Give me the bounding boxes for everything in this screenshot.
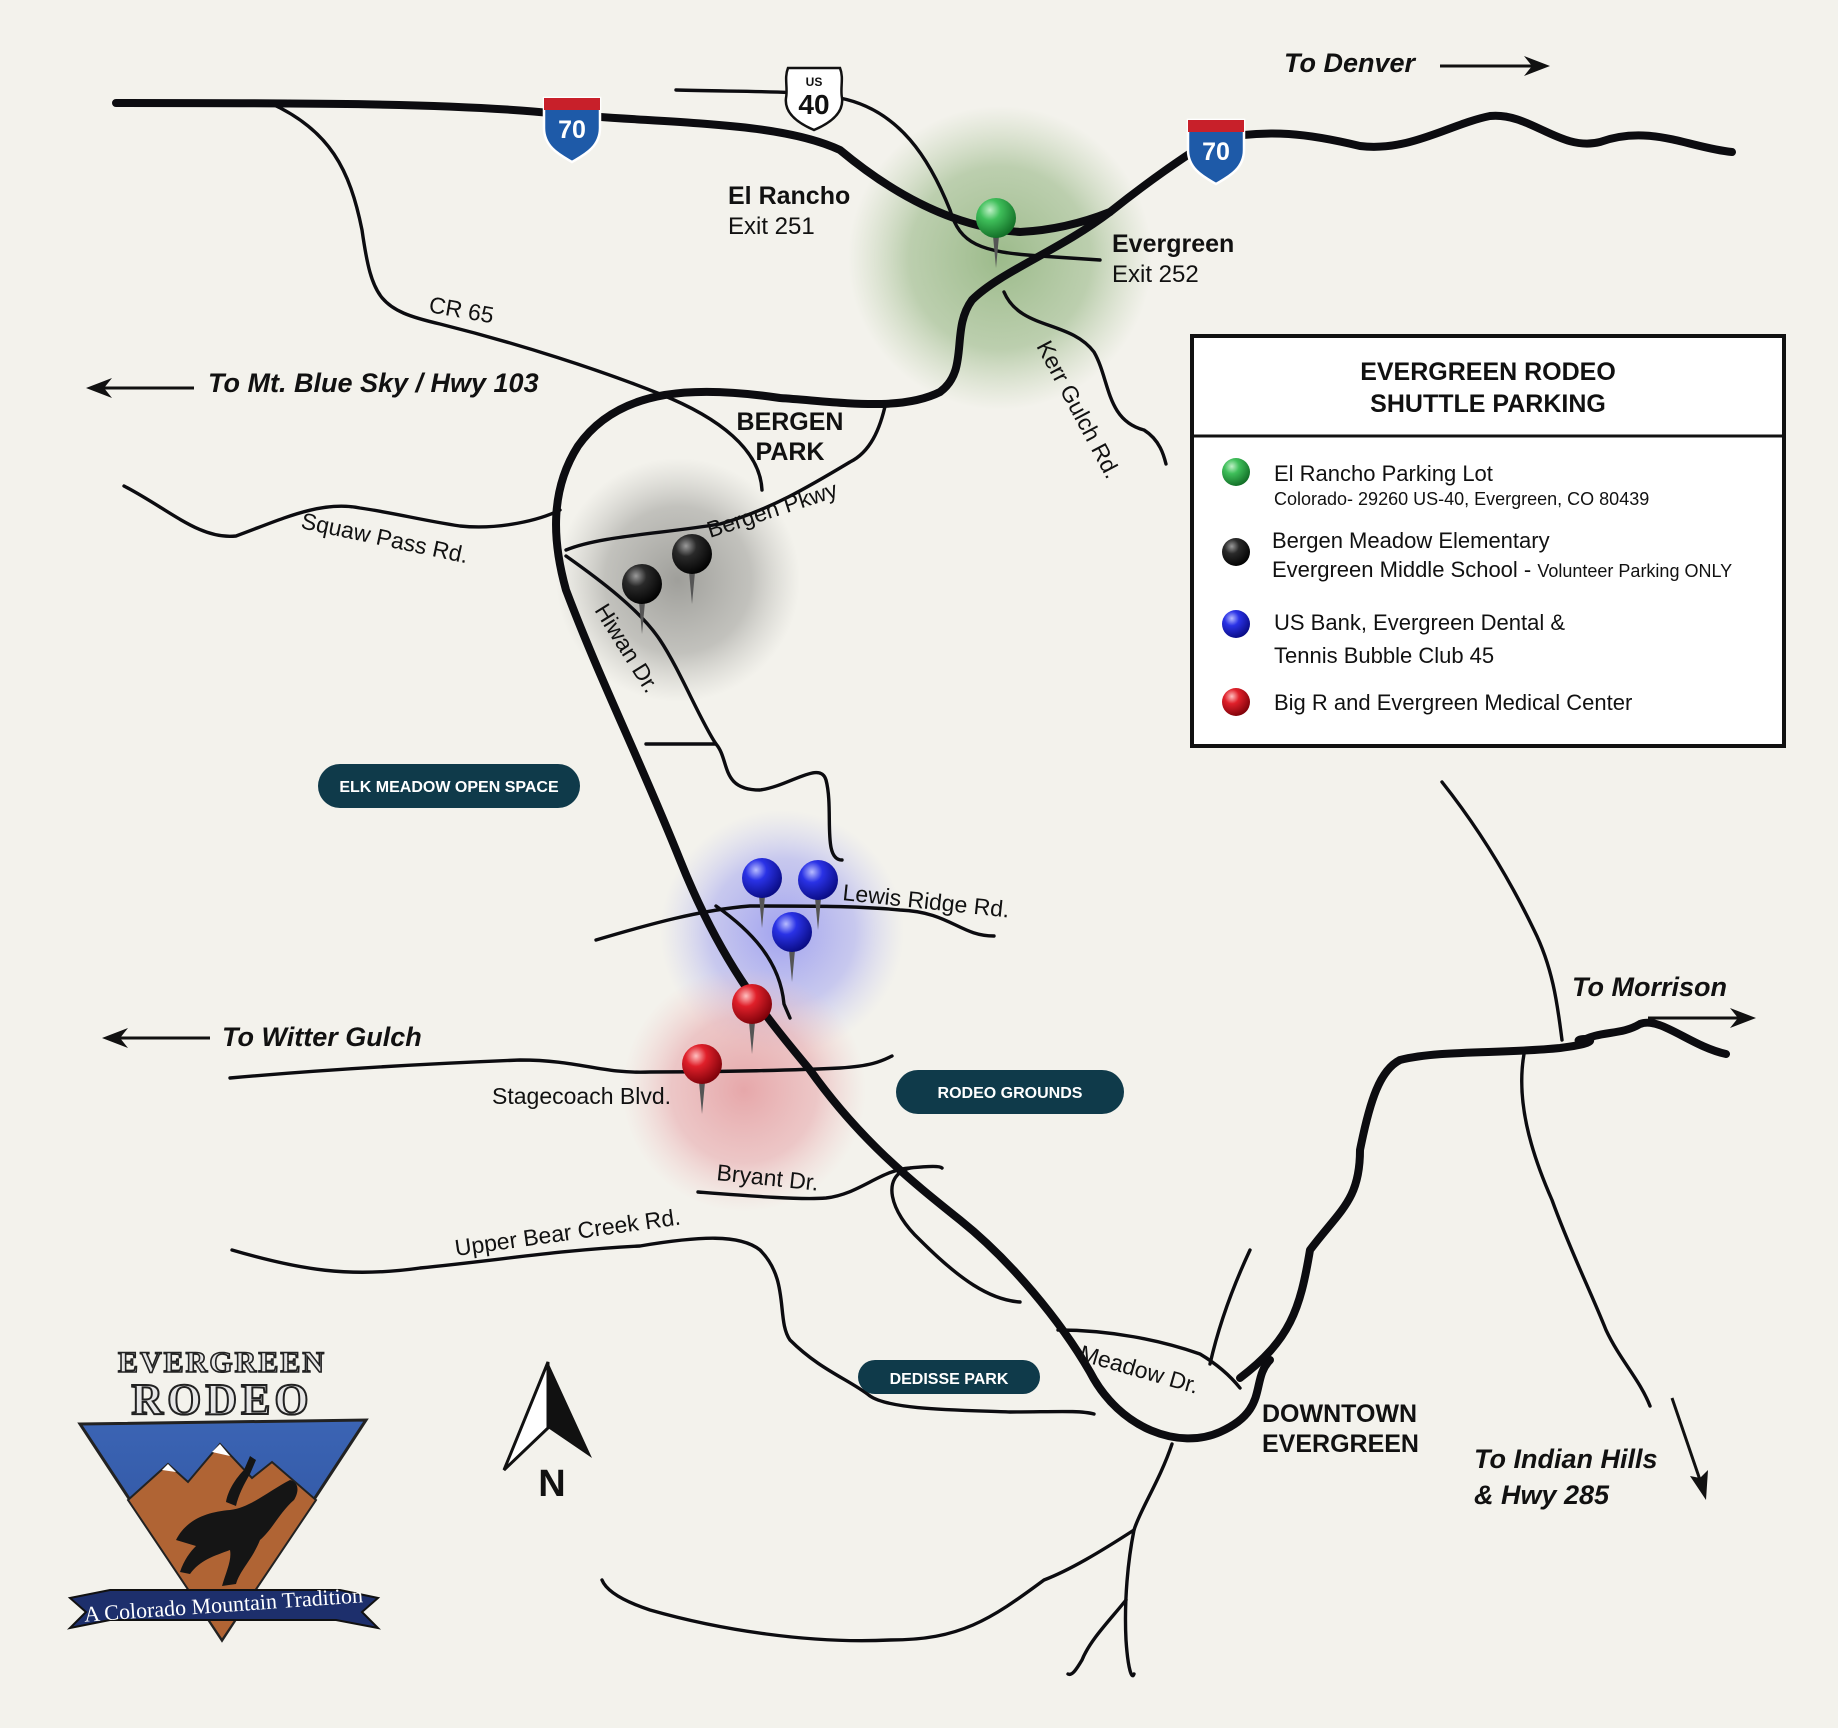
legend-black-2: Evergreen Middle School - Volunteer Park… bbox=[1272, 557, 1732, 582]
bergen-loop-road bbox=[564, 400, 888, 552]
highway-shields: 70 70 US 40 bbox=[542, 66, 1246, 186]
squaw-pass-label: Squaw Pass Rd. bbox=[299, 507, 471, 568]
bronc-rider-icon bbox=[176, 1456, 298, 1586]
upper-bear-creek-road bbox=[230, 1236, 1096, 1416]
downtown-south-fork-2 bbox=[1066, 1598, 1128, 1677]
legend-blue-dot-icon bbox=[1222, 610, 1250, 638]
evergreen-rodeo-logo: EVERGREEN RODEO A Colorado Mountain Trad… bbox=[66, 1345, 382, 1643]
bergen-park-label-2: PARK bbox=[756, 438, 825, 466]
logo-line1: EVERGREEN bbox=[118, 1346, 326, 1379]
evergreen-exit-label: Exit 252 bbox=[1112, 261, 1199, 288]
road-network bbox=[112, 88, 1736, 1678]
north-arrow-icon: N bbox=[502, 1361, 592, 1505]
legend-green-2: Colorado- 29260 US-40, Evergreen, CO 804… bbox=[1274, 489, 1649, 509]
legend: EVERGREEN RODEO SHUTTLE PARKING El Ranch… bbox=[1190, 334, 1786, 748]
us40-number: 40 bbox=[798, 89, 829, 120]
to-denver-label: To Denver bbox=[1284, 48, 1417, 78]
logo-line2: RODEO bbox=[131, 1375, 312, 1424]
area-pills: ELK MEADOW OPEN SPACE RODEO GROUNDS DEDI… bbox=[318, 764, 1124, 1394]
rodeo-grounds-label: RODEO GROUNDS bbox=[938, 1085, 1083, 1102]
stagecoach-label: Stagecoach Blvd. bbox=[492, 1083, 671, 1109]
cr65-road bbox=[268, 101, 764, 492]
i70-shield-west: 70 bbox=[542, 96, 602, 164]
blue-pin-icon[interactable] bbox=[798, 860, 838, 930]
indian-hills-road bbox=[1520, 1052, 1652, 1408]
legend-black-2a: Evergreen Middle School - bbox=[1272, 557, 1537, 582]
place-labels: El Rancho Exit 251 Evergreen Exit 252 BE… bbox=[728, 182, 1419, 1458]
i70-number-east: 70 bbox=[1202, 138, 1230, 166]
blue-pin-icon[interactable] bbox=[742, 858, 782, 928]
i70-number: 70 bbox=[558, 116, 586, 144]
us40-shield: US 40 bbox=[784, 66, 844, 132]
red-pin-icon[interactable] bbox=[682, 1044, 722, 1114]
red-zone bbox=[622, 968, 866, 1212]
legend-green-1: El Rancho Parking Lot bbox=[1274, 461, 1493, 486]
parking-pins bbox=[622, 198, 1016, 1114]
legend-blue-2: Tennis Bubble Club 45 bbox=[1274, 643, 1494, 668]
parking-zones bbox=[556, 106, 1152, 1212]
to-blue-sky-label: To Mt. Blue Sky / Hwy 103 bbox=[208, 368, 539, 398]
arrow-down-icon bbox=[1670, 1397, 1708, 1500]
legend-green-dot-icon bbox=[1222, 458, 1250, 486]
legend-red-1: Big R and Evergreen Medical Center bbox=[1274, 690, 1632, 715]
squaw-pass-road bbox=[122, 484, 562, 539]
arrow-right-icon bbox=[1440, 56, 1550, 76]
elk-meadow-pill: ELK MEADOW OPEN SPACE bbox=[318, 764, 580, 808]
arrow-left-icon bbox=[102, 1028, 210, 1048]
elk-meadow-label: ELK MEADOW OPEN SPACE bbox=[339, 779, 559, 796]
downtown-label-1: DOWNTOWN bbox=[1262, 1400, 1417, 1428]
bergen-park-label-1: BERGEN bbox=[737, 408, 844, 436]
dedisse-park-pill: DEDISSE PARK bbox=[858, 1360, 1040, 1394]
rodeo-grounds-pill: RODEO GROUNDS bbox=[896, 1070, 1124, 1114]
lewis-connector-road bbox=[714, 742, 844, 862]
kerr-gulch-road bbox=[1002, 290, 1168, 466]
us40-road bbox=[674, 88, 1102, 262]
north-label: N bbox=[538, 1463, 565, 1505]
downtown-south-fork-1 bbox=[1123, 1528, 1136, 1678]
lewis-ridge-road bbox=[594, 904, 996, 942]
dedisse-park-label: DEDISSE PARK bbox=[890, 1371, 1009, 1388]
legend-title-2: SHUTTLE PARKING bbox=[1370, 390, 1606, 418]
legend-black-2b: Volunteer Parking ONLY bbox=[1537, 561, 1732, 581]
red-pin-icon[interactable] bbox=[732, 984, 772, 1054]
green-zone bbox=[848, 106, 1152, 410]
legend-blue-1: US Bank, Evergreen Dental & bbox=[1274, 610, 1565, 635]
bryant-road bbox=[696, 1164, 944, 1201]
us40-prefix: US bbox=[806, 75, 823, 89]
arrow-right-icon bbox=[1648, 1008, 1756, 1028]
to-indian-hills-label: To Indian Hills bbox=[1474, 1444, 1658, 1474]
stagecoach-road bbox=[228, 1054, 894, 1080]
i70-shield-east: 70 bbox=[1186, 118, 1246, 186]
downtown-south-road bbox=[600, 1442, 1174, 1643]
el-rancho-exit-label: Exit 251 bbox=[728, 213, 815, 240]
meadow-road bbox=[1056, 1328, 1242, 1390]
green-pin-icon[interactable] bbox=[976, 198, 1016, 268]
meadow-north-road bbox=[1208, 1248, 1252, 1366]
bryant-loop-road bbox=[890, 1166, 1022, 1304]
hiwan-road bbox=[564, 554, 718, 746]
black-pin-icon[interactable] bbox=[622, 564, 662, 634]
bergen-parkway-main bbox=[552, 208, 1274, 1443]
legend-black-1: Bergen Meadow Elementary bbox=[1272, 528, 1550, 553]
legend-title-1: EVERGREEN RODEO bbox=[1360, 358, 1616, 386]
downtown-label-2: EVERGREEN bbox=[1262, 1430, 1419, 1458]
to-morrison-label: To Morrison bbox=[1572, 972, 1727, 1002]
destinations: To Denver To Mt. Blue Sky / Hwy 103 To W… bbox=[86, 48, 1756, 1510]
legend-black-dot-icon bbox=[1222, 538, 1250, 566]
to-witter-gulch-label: To Witter Gulch bbox=[222, 1022, 422, 1052]
evergreen-exit-name: Evergreen bbox=[1112, 230, 1234, 258]
legend-red-dot-icon bbox=[1222, 688, 1250, 716]
hwy74-morrison bbox=[1236, 1018, 1730, 1382]
lewis-spur-road bbox=[714, 904, 792, 1020]
el-rancho-label: El Rancho bbox=[728, 182, 850, 210]
arrow-left-icon bbox=[86, 378, 194, 398]
blue-pin-icon[interactable] bbox=[772, 912, 812, 982]
hwy-285-label: & Hwy 285 bbox=[1474, 1480, 1610, 1510]
black-pin-icon[interactable] bbox=[672, 534, 712, 604]
morrison-north-road bbox=[1440, 780, 1564, 1042]
